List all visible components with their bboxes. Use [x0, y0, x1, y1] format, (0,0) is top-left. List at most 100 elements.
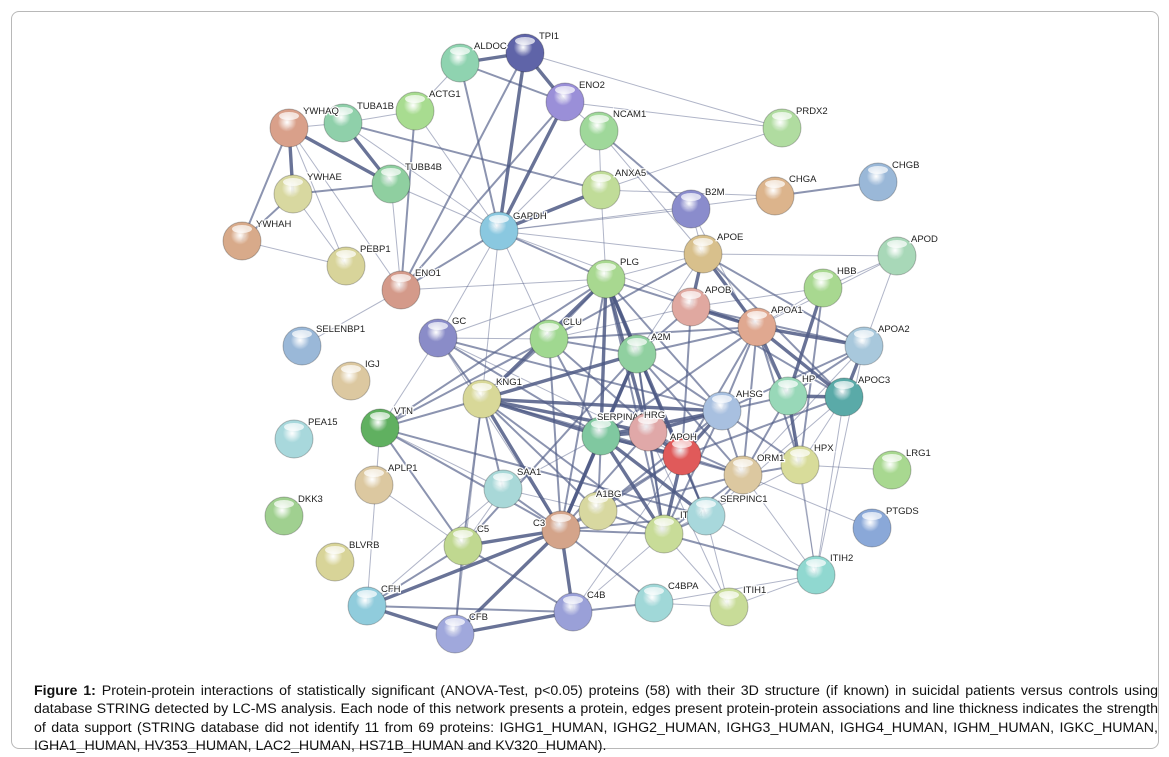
node-c5[interactable]: C5 [443, 523, 490, 566]
node-ywhah[interactable]: YWHAH [222, 218, 293, 261]
protein-node-sphere[interactable] [709, 587, 749, 627]
protein-node-sphere[interactable] [323, 103, 363, 143]
protein-node-sphere[interactable] [274, 419, 314, 459]
protein-node-sphere[interactable] [435, 614, 475, 654]
node-serpinc1[interactable]: SERPINC1 [686, 493, 769, 536]
protein-node-sphere[interactable] [418, 318, 458, 358]
protein-node-sphere[interactable] [371, 164, 411, 204]
protein-node-sphere[interactable] [737, 307, 777, 347]
node-orm1[interactable]: ORM1 [723, 452, 786, 495]
protein-node-sphere[interactable] [579, 111, 619, 151]
node-selenbp1[interactable]: SELENBP1 [282, 323, 366, 366]
node-gapdh[interactable]: GAPDH [479, 210, 548, 251]
protein-node-sphere[interactable] [877, 236, 917, 276]
protein-node-sphere[interactable] [686, 496, 726, 536]
protein-node-sphere[interactable] [222, 221, 262, 261]
node-a1bg[interactable]: A1BG [578, 488, 623, 531]
protein-node-sphere[interactable] [553, 592, 593, 632]
node-hpx[interactable]: HPX [780, 442, 835, 485]
node-aplp1[interactable]: APLP1 [354, 462, 419, 505]
node-apoc3[interactable]: APOC3 [824, 374, 891, 417]
protein-node-sphere[interactable] [780, 445, 820, 485]
protein-node-sphere[interactable] [768, 376, 808, 416]
node-clu[interactable]: CLU [529, 316, 583, 359]
node-dkk3[interactable]: DKK3 [264, 493, 324, 536]
node-apoe[interactable]: APOE [683, 231, 745, 274]
node-apob[interactable]: APOB [671, 284, 733, 327]
node-chga[interactable]: CHGA [755, 173, 818, 216]
node-apod[interactable]: APOD [877, 233, 939, 276]
protein-node-sphere[interactable] [541, 510, 581, 550]
node-hp[interactable]: HP [768, 373, 816, 416]
protein-node-sphere[interactable] [529, 319, 569, 359]
node-hrg[interactable]: HRG [628, 409, 668, 452]
protein-node-sphere[interactable] [462, 379, 502, 419]
protein-node-sphere[interactable] [326, 246, 366, 286]
node-tpi1[interactable]: TPI1 [505, 30, 560, 73]
protein-node-sphere[interactable] [586, 259, 626, 299]
protein-node-sphere[interactable] [796, 555, 836, 595]
protein-node-sphere[interactable] [858, 162, 898, 202]
node-chgb[interactable]: CHGB [858, 159, 921, 202]
node-cfh[interactable]: CFH [347, 583, 402, 626]
node-kng1[interactable]: KNG1 [462, 376, 523, 419]
protein-node-sphere[interactable] [581, 416, 621, 456]
protein-node-sphere[interactable] [282, 326, 322, 366]
node-tuba1b[interactable]: TUBA1B [323, 100, 395, 143]
protein-node-sphere[interactable] [440, 43, 480, 83]
protein-node-sphere[interactable] [545, 82, 585, 122]
protein-node-sphere[interactable] [505, 33, 545, 73]
node-ncam1[interactable]: NCAM1 [579, 108, 648, 151]
node-blvrb[interactable]: BLVRB [315, 539, 381, 582]
protein-node-sphere[interactable] [671, 189, 711, 229]
protein-node-sphere[interactable] [671, 287, 711, 327]
protein-node-sphere[interactable] [347, 586, 387, 626]
node-a2m[interactable]: A2M [617, 331, 672, 374]
node-anxa5[interactable]: ANXA5 [581, 167, 647, 210]
protein-node-sphere[interactable] [354, 465, 394, 505]
protein-node-sphere[interactable] [844, 326, 884, 366]
node-lrg1[interactable]: LRG1 [872, 447, 932, 490]
protein-node-sphere[interactable] [644, 514, 684, 554]
node-actg1[interactable]: ACTG1 [395, 88, 462, 131]
protein-node-sphere[interactable] [331, 361, 371, 401]
node-aldoc[interactable]: ALDOC [440, 40, 508, 83]
protein-node-sphere[interactable] [702, 391, 742, 431]
protein-node-sphere[interactable] [662, 436, 702, 476]
protein-node-sphere[interactable] [360, 408, 400, 448]
protein-node-sphere[interactable] [617, 334, 657, 374]
node-tubb4b[interactable]: TUBB4B [371, 161, 443, 204]
protein-node-sphere[interactable] [479, 211, 519, 251]
protein-node-sphere[interactable] [872, 450, 912, 490]
node-eno2[interactable]: ENO2 [545, 79, 606, 122]
node-c4b[interactable]: C4B [553, 589, 607, 632]
protein-node-sphere[interactable] [824, 377, 864, 417]
protein-node-sphere[interactable] [381, 270, 421, 310]
protein-node-sphere[interactable] [483, 469, 523, 509]
node-igj[interactable]: IGJ [331, 358, 381, 401]
node-c3[interactable]: C3 [532, 510, 581, 550]
node-ywhae[interactable]: YWHAE [273, 171, 343, 214]
protein-node-sphere[interactable] [628, 412, 668, 452]
protein-node-sphere[interactable] [315, 542, 355, 582]
node-apoa1[interactable]: APOA1 [737, 304, 804, 347]
protein-node-sphere[interactable] [634, 583, 674, 623]
node-ptgds[interactable]: PTGDS [852, 505, 920, 548]
protein-node-sphere[interactable] [803, 268, 843, 308]
node-b2m[interactable]: B2M [671, 186, 726, 229]
node-ywhaq[interactable]: YWHAQ [269, 105, 340, 148]
protein-node-sphere[interactable] [395, 91, 435, 131]
protein-node-sphere[interactable] [723, 455, 763, 495]
node-pea15[interactable]: PEA15 [274, 416, 339, 459]
node-ahsg[interactable]: AHSG [702, 388, 764, 431]
protein-node-sphere[interactable] [762, 108, 802, 148]
node-itih1[interactable]: ITIH1 [709, 584, 767, 627]
protein-node-sphere[interactable] [273, 174, 313, 214]
node-pebp1[interactable]: PEBP1 [326, 243, 392, 286]
protein-node-sphere[interactable] [581, 170, 621, 210]
node-prdx2[interactable]: PRDX2 [762, 105, 829, 148]
protein-node-sphere[interactable] [443, 526, 483, 566]
node-gc[interactable]: GC [418, 315, 468, 358]
node-apoa2[interactable]: APOA2 [844, 323, 911, 366]
node-c4bpa[interactable]: C4BPA [634, 580, 700, 623]
